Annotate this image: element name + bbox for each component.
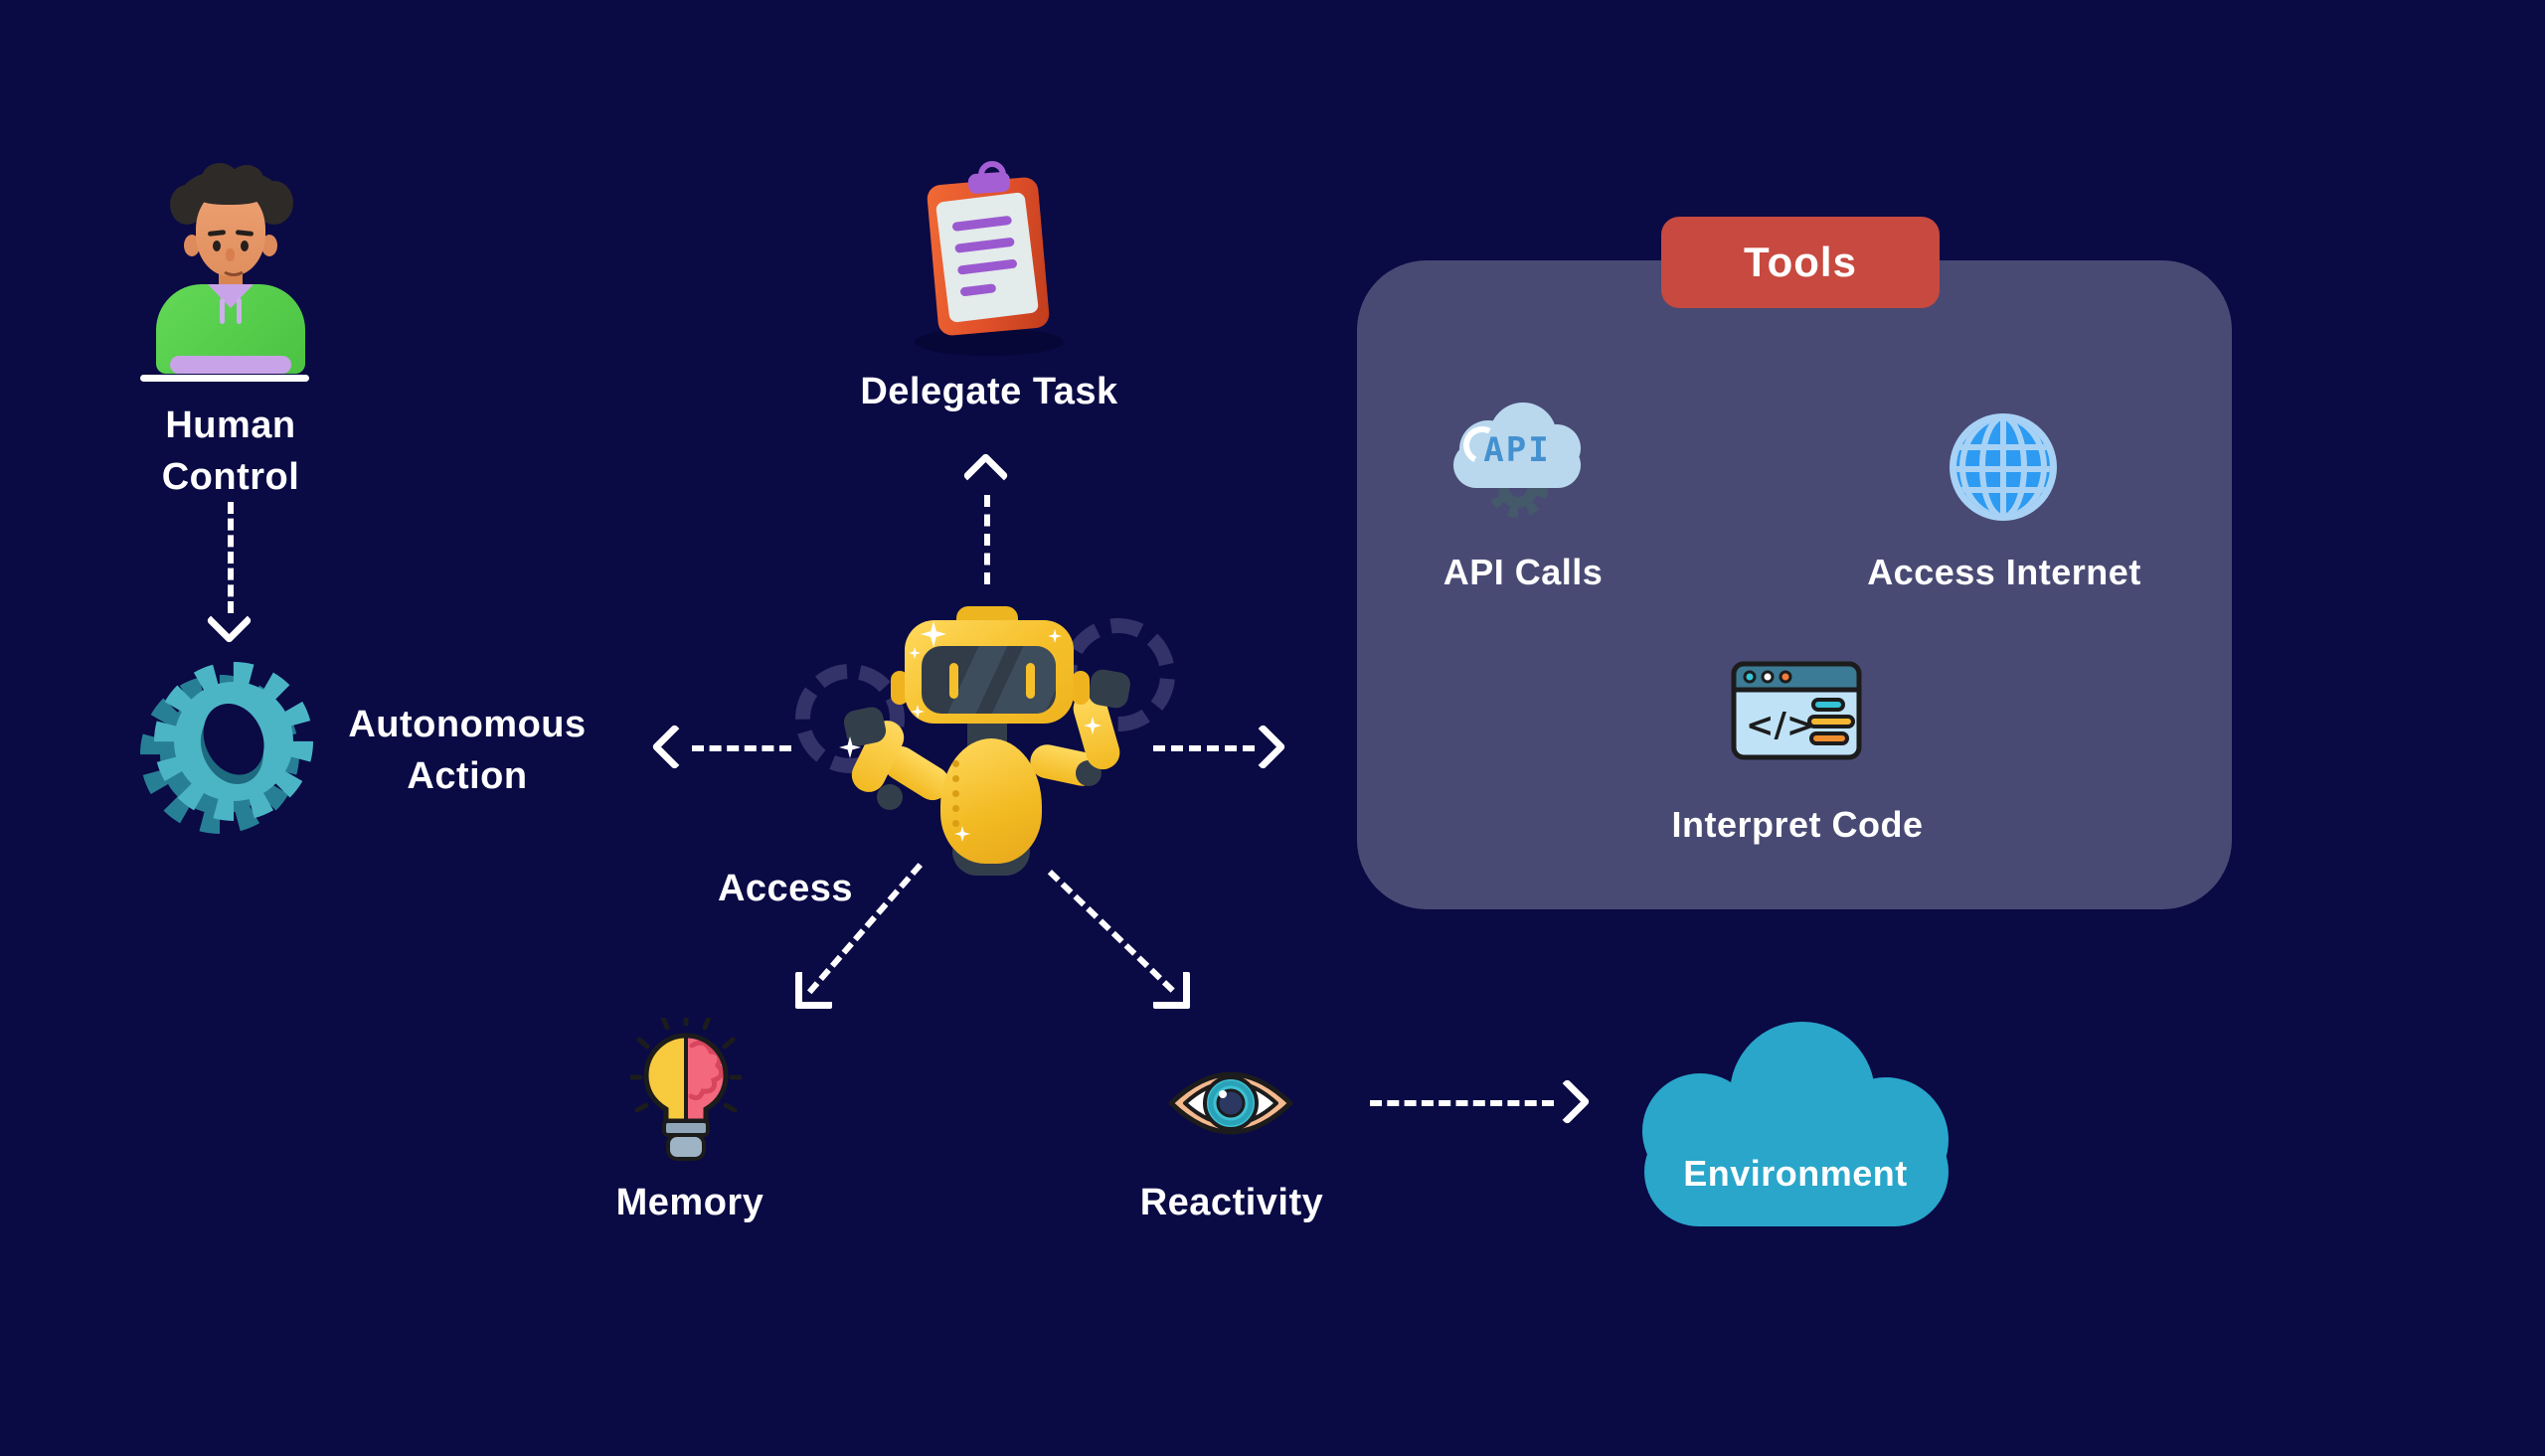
environment-cloud — [1642, 1022, 1951, 1228]
globe-icon — [1950, 413, 2057, 521]
tools-button-label: Tools — [1744, 239, 1857, 285]
arrow-human-to-action — [228, 502, 234, 613]
arrow-head-left-icon — [651, 724, 698, 770]
arrow-head-right-env-icon — [1544, 1078, 1591, 1125]
arrow-corner-downleft-icon — [795, 972, 832, 1009]
human-avatar-icon — [156, 163, 305, 380]
api-cloud-icon: API — [1449, 403, 1585, 490]
environment-label: Environment — [1683, 1153, 1908, 1194]
brain-bulb-icon — [630, 1018, 742, 1161]
arrow-head-down-icon — [206, 597, 253, 644]
access-label: Access — [717, 868, 854, 909]
code-window-icon: </> — [1731, 661, 1862, 760]
tools-panel — [1357, 260, 2232, 909]
arrow-reactivity-to-environment — [1370, 1100, 1554, 1106]
arrow-head-up-icon — [962, 452, 1009, 499]
desk-line — [140, 375, 309, 382]
arrow-robot-right — [1153, 745, 1255, 751]
arrow-robot-to-delegate — [984, 495, 990, 584]
code-window-text: </> — [1746, 706, 1814, 745]
api-calls-label: API Calls — [1442, 552, 1604, 592]
memory-label: Memory — [615, 1182, 764, 1223]
access-internet-label: Access Internet — [1867, 552, 2141, 592]
eye-icon — [1168, 1071, 1293, 1135]
api-cloud-text: API — [1483, 430, 1551, 470]
clipboard-icon — [913, 161, 1067, 362]
delegate-task-label: Delegate Task — [860, 371, 1118, 412]
arrow-robot-left — [692, 745, 791, 751]
human-control-label: Human Control — [161, 404, 300, 498]
autonomous-action-label: Autonomous Action — [348, 704, 587, 797]
reactivity-label: Reactivity — [1139, 1182, 1324, 1223]
arrow-corner-downright-icon — [1153, 972, 1190, 1009]
tools-button: Tools — [1661, 217, 1940, 308]
interpret-code-label: Interpret Code — [1671, 804, 1924, 845]
arrow-head-right-icon — [1240, 724, 1286, 770]
gear-icon — [140, 662, 313, 834]
robot-icon — [835, 581, 1145, 882]
